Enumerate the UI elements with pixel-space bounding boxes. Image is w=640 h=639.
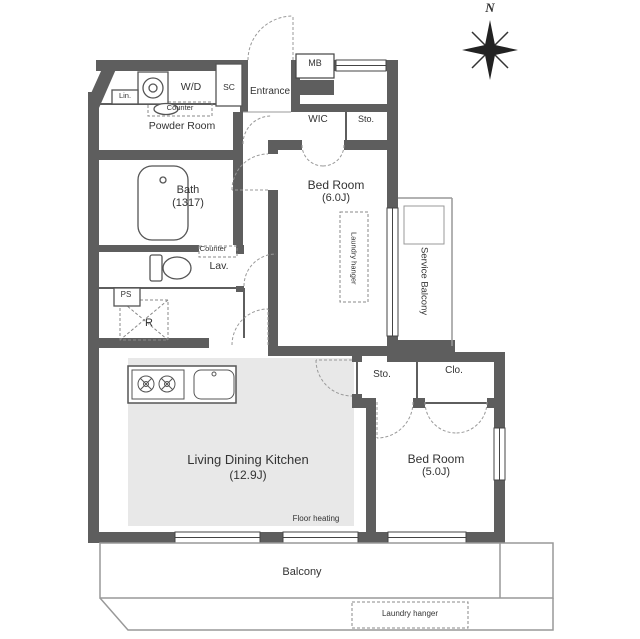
room-label-wd: W/D xyxy=(180,81,202,93)
stove-icon xyxy=(131,369,185,400)
room-label-service-balcony: Service Balcony xyxy=(418,247,430,316)
washer-pan-icon xyxy=(403,205,445,245)
room-label-bedroom2: Bed Room (5.0J) xyxy=(382,452,490,480)
room-label-bedroom2-name: Bed Room xyxy=(407,452,465,466)
linen-shelf-icon xyxy=(111,89,139,105)
room-label-bedroom1-name: Bed Room xyxy=(307,178,365,192)
label-counter-lav: Counter xyxy=(199,244,227,253)
wic-door-arc-right xyxy=(322,144,345,167)
label-laundry-hanger-bed: Laundry hanger xyxy=(349,231,359,285)
powder-door-arc xyxy=(242,115,272,145)
room-label-linen: Lin. xyxy=(118,91,132,100)
room-label-entrance: Entrance xyxy=(249,86,291,97)
room-label-ldk: Living Dining Kitchen (12.9J) xyxy=(144,452,352,482)
lav-counter-icon xyxy=(198,245,238,258)
room-label-bath: Bath (1317) xyxy=(148,184,228,210)
fixtures xyxy=(111,63,243,404)
room-label-balcony: Balcony xyxy=(282,566,322,578)
bathtub-icon xyxy=(137,165,189,241)
bedroom2-door-arc xyxy=(376,401,414,439)
balcony-outline xyxy=(99,542,554,631)
door-swing-arcs xyxy=(231,15,488,439)
label-counter-powder: Counter xyxy=(166,103,194,112)
label-ps: PS xyxy=(120,290,132,299)
room-label-ldk-name: Living Dining Kitchen xyxy=(187,452,309,467)
ps-box-icon xyxy=(113,287,141,307)
label-laundry-hanger-balcony: Laundry hanger xyxy=(381,609,439,618)
meter-box xyxy=(295,53,335,79)
refrigerator-space-icon xyxy=(119,299,169,341)
room-label-lav: Lav. xyxy=(209,260,229,272)
room-label-sc: SC xyxy=(223,82,235,92)
room-label-ldk-size: (12.9J) xyxy=(229,467,267,482)
kitchen-sink-icon xyxy=(193,369,235,400)
room-label-bath-name: Bath xyxy=(176,184,200,196)
room-label-bedroom2-size: (5.0J) xyxy=(421,466,451,479)
bedroom1-door-arc xyxy=(231,153,269,191)
shoe-closet-icon xyxy=(215,63,243,107)
compass-north-label: N xyxy=(485,0,495,15)
closet-door-arc-right xyxy=(455,401,488,434)
vanity-sink-icon xyxy=(153,102,179,116)
windows xyxy=(174,59,506,544)
hall-ldk-door-arc xyxy=(231,308,269,346)
closet-door-arc-left xyxy=(424,401,457,434)
service-balcony-outline xyxy=(398,197,453,346)
entrance-door-arc xyxy=(247,15,294,61)
room-label-powder-room: Powder Room xyxy=(148,120,216,132)
room-label-mb: MB xyxy=(308,58,322,68)
room-label-storage-upper: Sto. xyxy=(357,114,374,124)
room-label-storage-mid: Sto. xyxy=(373,369,391,380)
label-floor-heating: Floor heating xyxy=(292,514,340,523)
label-refrigerator: R xyxy=(145,317,153,329)
compass-rose-icon xyxy=(462,20,518,80)
storage-door-arc xyxy=(315,359,353,397)
dashed-zones xyxy=(119,101,469,629)
room-label-bedroom1-size: (6.0J) xyxy=(321,192,351,205)
powder-counter-icon xyxy=(147,101,213,117)
room-label-closet: Clo. xyxy=(445,365,463,376)
wic-door-arc-left xyxy=(301,144,324,167)
lav-door-arc xyxy=(243,253,277,287)
room-label-bath-size: (1317) xyxy=(172,197,204,210)
room-label-bedroom1: Bed Room (6.0J) xyxy=(282,178,390,206)
laundry-hanger-zone-bed xyxy=(339,211,369,303)
toilet-icon xyxy=(149,254,192,282)
room-label-wic: WIC xyxy=(308,114,328,125)
laundry-hanger-zone-balcony xyxy=(351,601,469,629)
washing-machine-icon xyxy=(137,71,169,105)
